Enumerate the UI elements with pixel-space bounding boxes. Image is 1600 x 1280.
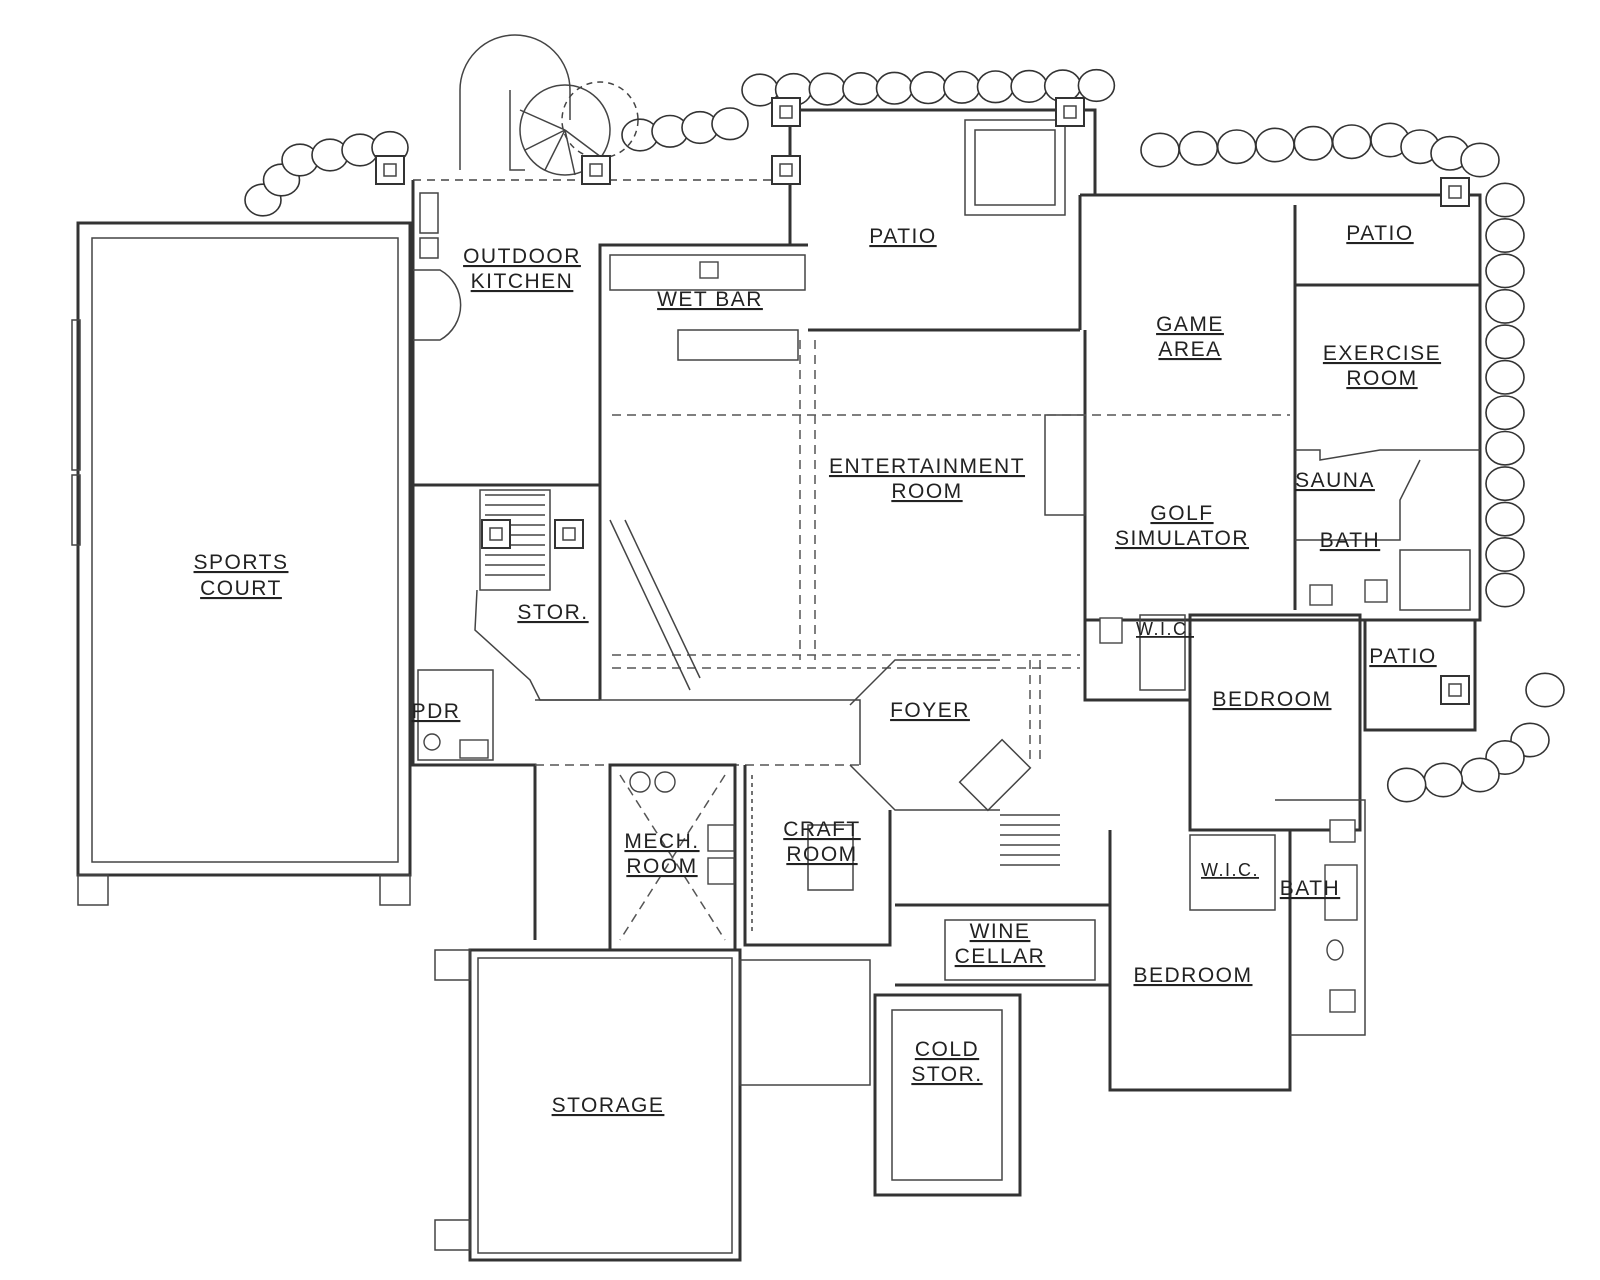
label-pdr: PDR (412, 700, 461, 723)
boulder (1460, 142, 1500, 178)
label-cold-stor-1: COLD (915, 1038, 979, 1061)
boulder (1485, 501, 1525, 537)
pier-column (581, 155, 611, 185)
label-wic-lower: W.I.C. (1201, 860, 1259, 880)
boulder (1077, 68, 1116, 103)
label-patio-right-top: PATIO (1346, 222, 1413, 245)
pier-column (771, 155, 801, 185)
boulder (1216, 129, 1257, 165)
label-bath-lower: BATH (1280, 877, 1340, 900)
label-craft-room-2: ROOM (786, 843, 857, 866)
pier-column (1055, 97, 1085, 127)
label-wic-upper: W.I.C. (1136, 619, 1194, 639)
label-entertainment-room-1: ENTERTAINMENT (829, 455, 1025, 478)
column-piers (375, 97, 1470, 705)
label-wine-cellar-1: WINE (970, 920, 1031, 943)
boulder (1485, 466, 1525, 502)
boulder (711, 107, 749, 141)
boulder (1010, 69, 1048, 103)
boulder (976, 70, 1015, 104)
label-sports-court-2: COURT (200, 577, 282, 600)
boulder (808, 72, 847, 106)
boulder (1178, 130, 1219, 166)
boulder (1485, 359, 1525, 395)
boulder (1255, 127, 1295, 163)
room-labels: SPORTS COURT OUTDOOR KITCHEN WET BAR PAT… (194, 222, 1441, 1117)
boulder (1140, 132, 1180, 168)
boulder (1386, 767, 1427, 803)
label-stor: STOR. (517, 601, 588, 624)
boulder (1331, 124, 1372, 160)
label-foyer: FOYER (890, 699, 970, 722)
pier-column (481, 519, 511, 549)
label-wet-bar: WET BAR (657, 288, 763, 311)
boulder (1485, 288, 1525, 324)
boulder (942, 70, 981, 104)
boulder (1485, 395, 1525, 431)
label-entertainment-room-2: ROOM (891, 480, 962, 503)
boulder (1485, 182, 1525, 218)
boulder (1293, 125, 1334, 161)
spiral-stair (459, 34, 639, 176)
label-sports-court-1: SPORTS (194, 551, 289, 574)
label-game-area-2: AREA (1158, 338, 1221, 361)
boulder (1485, 324, 1525, 360)
boulder (1485, 572, 1525, 608)
pier-column (771, 97, 801, 127)
boulder (909, 71, 948, 105)
boulder (875, 71, 914, 105)
label-cold-stor-2: STOR. (911, 1063, 982, 1086)
label-golf-simulator-2: SIMULATOR (1115, 527, 1249, 550)
label-bath-upper: BATH (1320, 529, 1380, 552)
label-craft-room-1: CRAFT (783, 818, 861, 841)
boulder (1525, 672, 1565, 708)
pier-column (554, 519, 584, 549)
label-exercise-room-2: ROOM (1346, 367, 1417, 390)
boulder (1485, 253, 1525, 289)
label-mech-room-1: MECH. (624, 830, 699, 853)
label-exercise-room-1: EXERCISE (1323, 342, 1441, 365)
boulder (1423, 762, 1464, 798)
landscape-boulders (244, 68, 1565, 803)
label-storage: STORAGE (552, 1094, 665, 1117)
lower-stairs (1000, 814, 1060, 866)
sports-court-walls (71, 221, 412, 906)
boulder (1485, 218, 1525, 254)
label-outdoor-kitchen-1: OUTDOOR (463, 245, 581, 268)
label-game-area-1: GAME (1156, 313, 1224, 336)
boulder (1043, 69, 1082, 103)
label-patio-right-mid: PATIO (1369, 645, 1436, 668)
boulder (1460, 757, 1500, 793)
label-sauna: SAUNA (1295, 469, 1375, 492)
label-wine-cellar-2: CELLAR (955, 945, 1046, 968)
pier-column (1440, 177, 1470, 207)
boulder (842, 71, 880, 106)
pier-column (375, 155, 405, 185)
pier-column (1440, 675, 1470, 705)
label-bedroom-upper: BEDROOM (1212, 688, 1331, 711)
boulder (1485, 536, 1525, 572)
label-bedroom-lower: BEDROOM (1133, 964, 1252, 987)
label-patio-top: PATIO (869, 225, 936, 248)
label-outdoor-kitchen-2: KITCHEN (471, 270, 574, 293)
label-golf-simulator-1: GOLF (1150, 502, 1213, 525)
boulder (1485, 430, 1525, 466)
label-mech-room-2: ROOM (626, 855, 697, 878)
main-walls (411, 108, 1482, 1262)
